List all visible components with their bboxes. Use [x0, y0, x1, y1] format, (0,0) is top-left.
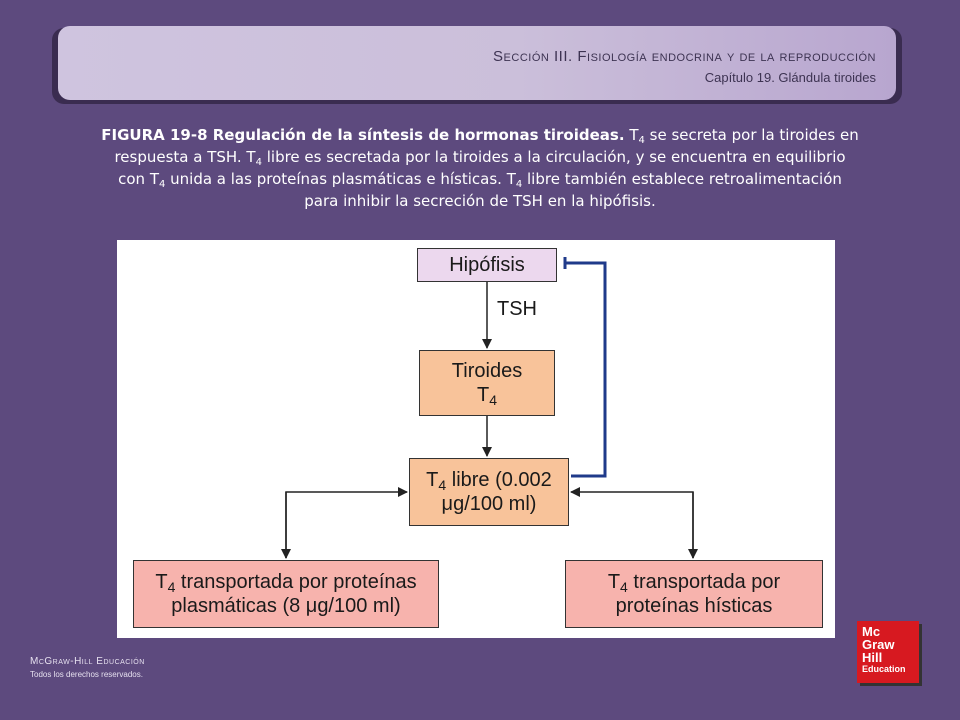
t4-histic-box: T4 transportada por proteínas hísticas — [565, 560, 823, 628]
section-title: Sección III. Fisiología endocrina y de l… — [493, 48, 876, 65]
tiroides-box: Tiroides T4 — [419, 350, 555, 416]
t4-libre-box: T4 libre (0.002 μg/100 ml) — [409, 458, 569, 526]
feedback-inhibition-line — [565, 261, 607, 478]
publisher-name: McGraw-Hill Educación — [30, 656, 145, 667]
figure-caption: FIGURA 19-8 Regulación de la síntesis de… — [101, 126, 859, 210]
tsh-label: TSH — [497, 298, 537, 320]
figure-label: FIGURA 19-8 Regulación de la síntesis de… — [101, 126, 625, 144]
header-banner: Sección III. Fisiología endocrina y de l… — [58, 26, 896, 100]
hipofisis-box: Hipófisis — [417, 248, 557, 282]
diagram-panel: Hipófisis TSH Tiroides T4 T4 libre (0.00… — [117, 240, 835, 638]
arrow-plasma-to-libre — [285, 487, 408, 558]
copyright-notice: Todos los derechos reservados. — [30, 670, 143, 679]
diagram-arrows — [281, 257, 698, 559]
chapter-title: Capítulo 19. Glándula tiroides — [704, 70, 876, 85]
t4-plasmatic-box: T4 transportada por proteínas plasmática… — [133, 560, 439, 628]
mcgraw-hill-logo: Mc Graw Hill Education — [857, 621, 919, 683]
arrow-histic-to-libre — [570, 487, 694, 558]
